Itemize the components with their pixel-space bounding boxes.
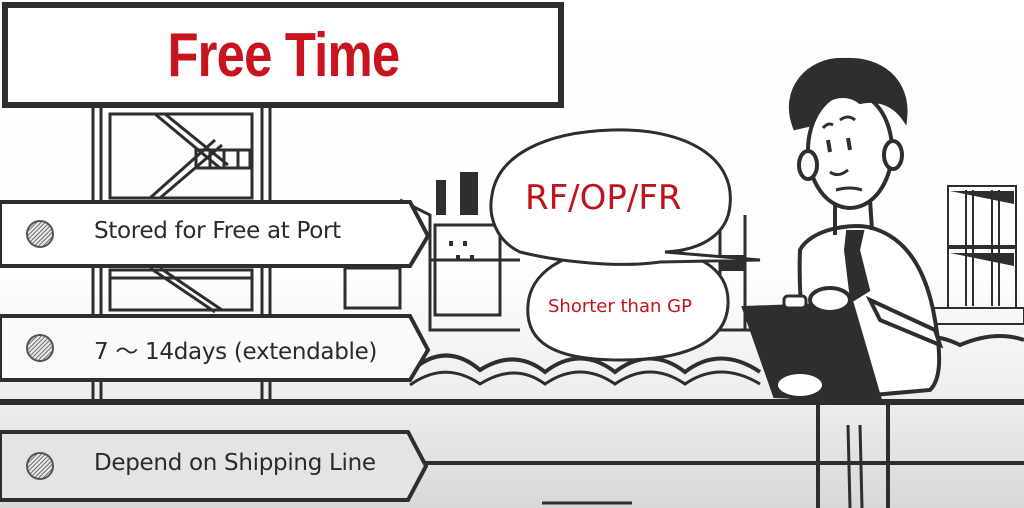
bullet-label: 7 〜 14days (extendable) [94,339,378,365]
arrow-banner-shape [0,314,431,382]
bullet-label: Depend on Shipping Line [94,450,376,476]
arrow-banner-shape [0,200,431,268]
hatched-circle-bullet-icon [26,220,54,248]
bullet-banner-2: 7 〜 14days (extendable) [0,312,440,384]
bullet-banner-1: Stored for Free at Port [0,198,440,270]
speech-bubble-text-primary: RF/OP/FR [525,178,682,218]
speech-bubble-shapes [489,128,761,362]
speech-bubble-bottom [526,246,730,362]
bullet-banner-3: Depend on Shipping Line [0,428,440,502]
scaffold-tower-icon [91,108,272,400]
arrow-banner-shape [0,430,429,502]
title-board: Free Time [2,2,564,108]
hatched-circle-bullet-icon [26,452,54,480]
speech-bubble-top [489,128,761,266]
hatched-circle-bullet-icon [26,334,54,362]
page-title: Free Time [167,20,400,90]
character-man-with-clipboard [741,57,944,508]
bullet-label: Stored for Free at Port [94,218,341,244]
speech-bubble-text-secondary: Shorter than GP [548,296,692,317]
